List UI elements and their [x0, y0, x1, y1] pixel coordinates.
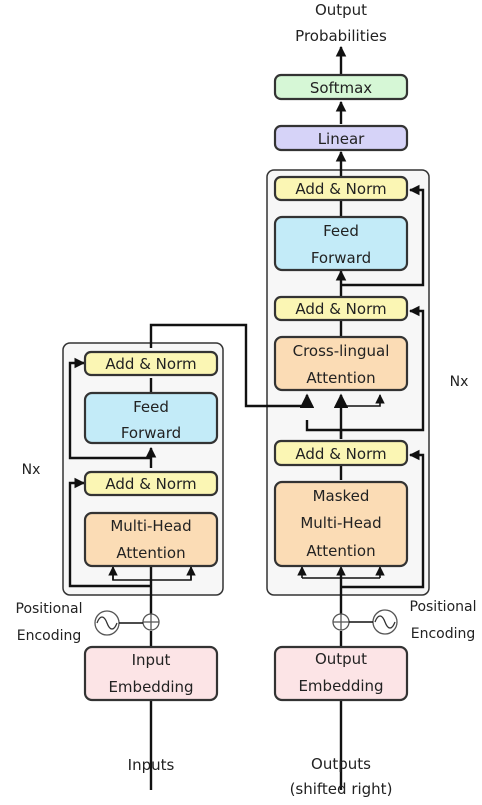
- decoder-add-norm-middle-box: [273, 295, 409, 322]
- decoder-add-norm-top-box: [273, 175, 409, 202]
- encoder-attention-box: [83, 511, 219, 568]
- encoder-input-label: Inputs: [128, 756, 175, 774]
- decoder-sine-wave: [374, 615, 396, 629]
- encoder-feed-forward-line2: Forward: [121, 424, 181, 442]
- decoder-embedding-line2: Embedding: [298, 677, 383, 695]
- encoder-attention-line2: Attention: [116, 544, 185, 562]
- encoder-add-norm-bottom-label: Add & Norm: [105, 475, 196, 493]
- decoder-input-line2: (shifted right): [290, 780, 393, 798]
- decoder-add-icon-cross: [333, 614, 349, 630]
- decoder-cross-attention-box: [273, 335, 409, 392]
- encoder-embedding-line1: Input: [132, 651, 171, 669]
- decoder-cross-attention-line1: Cross-lingual: [293, 342, 390, 360]
- decoder-feed-forward-line2: Forward: [311, 249, 371, 267]
- encoder-embedding-box: [83, 645, 219, 702]
- linear-label: Linear: [318, 130, 365, 148]
- decoder-embedding-line1: Output: [315, 650, 367, 668]
- decoder-masked-attention-line3: Attention: [306, 542, 375, 560]
- output-label-line1: Output: [315, 1, 367, 19]
- decoder-masked-attention-box: [273, 480, 409, 568]
- encoder-sine-wave: [96, 616, 118, 630]
- encoder-embedding-line2: Embedding: [108, 678, 193, 696]
- encoder-residual-1: [68, 477, 151, 588]
- decoder-residual-2: [341, 305, 425, 432]
- decoder-pe-line1: Positional: [410, 599, 477, 615]
- decoder-add-norm-top-label: Add & Norm: [295, 180, 386, 198]
- softmax-label: Softmax: [310, 79, 372, 97]
- decoder-residual-1: [341, 449, 425, 589]
- decoder-pe-line2: Encoding: [411, 626, 476, 642]
- encoder-to-decoder-path: [149, 323, 315, 408]
- decoder-cross-attention-line2: Attention: [306, 369, 375, 387]
- encoder-residual-2: [68, 357, 151, 460]
- cross-v-arrow: [341, 394, 385, 407]
- decoder-masked-attention-line2: Multi-Head: [300, 514, 381, 532]
- decoder-repeat-label: Nx: [450, 374, 469, 390]
- encoder-add-norm-top-box: [83, 350, 219, 377]
- decoder-feed-forward-box: [273, 215, 409, 272]
- decoder-embedding-box: [273, 645, 409, 702]
- encoder-pe-line1: Positional: [16, 601, 83, 617]
- decoder-add-norm-bottom-label: Add & Norm: [295, 445, 386, 463]
- encoder-pe-line2: Encoding: [17, 628, 82, 644]
- encoder-repeat-label: Nx: [22, 462, 41, 478]
- encoder-add-norm-top-label: Add & Norm: [105, 355, 196, 373]
- decoder-residual-3: [341, 184, 425, 287]
- output-label-line2: Probabilities: [295, 27, 387, 45]
- softmax-box: [273, 73, 409, 101]
- encoder-feed-forward-line1: Feed: [133, 398, 169, 416]
- encoder-feed-forward-box: [83, 391, 219, 445]
- decoder-add-norm-bottom-box: [273, 439, 409, 467]
- decoder-input-line1: Outputs: [311, 755, 371, 773]
- linear-box: [273, 124, 409, 152]
- decoder-feed-forward-line1: Feed: [323, 222, 359, 240]
- decoder-add-norm-middle-label: Add & Norm: [295, 300, 386, 318]
- decoder-masked-attention-line1: Masked: [313, 487, 370, 505]
- encoder-add-norm-bottom-box: [83, 470, 219, 497]
- encoder-add-icon-cross: [143, 614, 159, 630]
- encoder-attention-line1: Multi-Head: [110, 517, 191, 535]
